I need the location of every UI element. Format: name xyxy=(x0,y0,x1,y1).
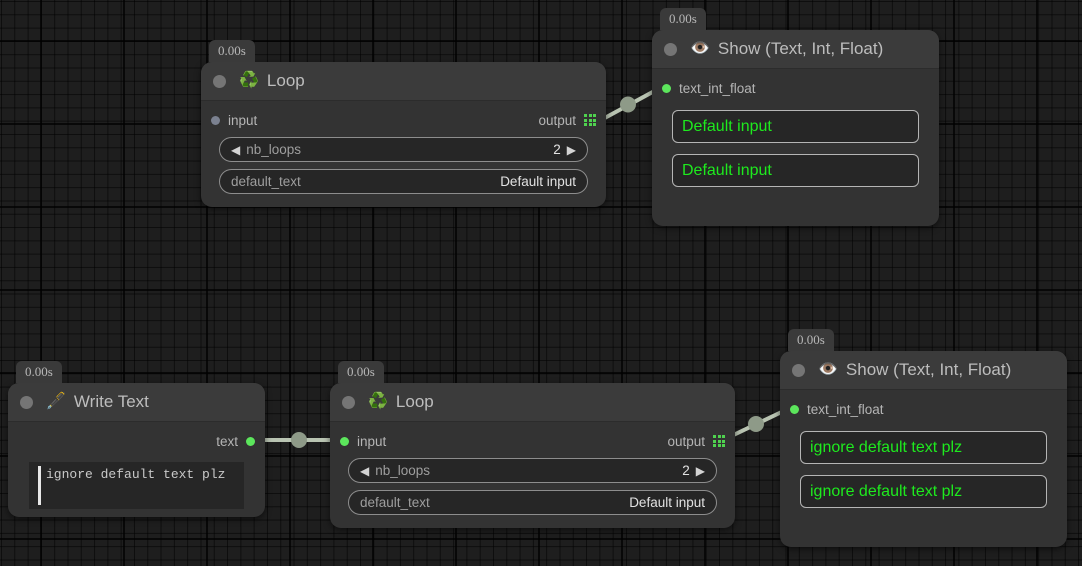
eye-icon: 👁️ xyxy=(818,361,838,378)
param-name: default_text xyxy=(360,495,430,510)
time-badge: 0.00s xyxy=(660,8,706,30)
display-box: ignore default text plz xyxy=(800,475,1047,508)
recycle-icon: ♻️ xyxy=(368,393,388,410)
input-port-label: text_int_float xyxy=(679,80,756,96)
port-row: input output xyxy=(211,109,596,131)
node-loop-bottom[interactable]: 0.00s ♻️ Loop input output ◀ nb_loops 2 … xyxy=(330,361,735,528)
text-input-field[interactable]: ignore default text plz xyxy=(29,462,244,509)
collapse-toggle-dot[interactable] xyxy=(213,74,226,88)
node-header[interactable]: 👁️ Show (Text, Int, Float) xyxy=(652,30,939,69)
link-grip[interactable] xyxy=(748,416,764,432)
time-badge: 0.00s xyxy=(209,40,255,62)
display-value: Default input xyxy=(682,161,772,179)
port-row: text_int_float xyxy=(790,398,1057,420)
increment-arrow-icon[interactable]: ▶ xyxy=(695,463,705,478)
node-show-top[interactable]: 0.00s 👁️ Show (Text, Int, Float) text_in… xyxy=(652,8,939,226)
collapse-toggle-dot[interactable] xyxy=(342,395,355,409)
param-value[interactable]: 2 xyxy=(682,463,690,478)
node-loop-top[interactable]: 0.00s ♻️ Loop input output ◀ nb_loops 2 … xyxy=(201,40,606,207)
node-title: Loop xyxy=(266,71,305,90)
param-name: default_text xyxy=(231,174,301,189)
input-port-label: input xyxy=(228,112,258,128)
decrement-arrow-icon[interactable]: ◀ xyxy=(231,142,241,157)
node-header[interactable]: 🖋️ Write Text xyxy=(8,383,265,422)
node-write-text[interactable]: 0.00s 🖋️ Write Text text ignore default … xyxy=(8,361,265,517)
display-box: ignore default text plz xyxy=(800,431,1047,464)
param-value[interactable]: 2 xyxy=(553,142,561,157)
text-input-value: ignore default text plz xyxy=(46,467,226,482)
display-value: ignore default text plz xyxy=(810,438,963,456)
link-grip[interactable] xyxy=(620,96,636,113)
input-port-label: text_int_float xyxy=(807,401,884,417)
param-name: nb_loops xyxy=(246,142,302,157)
node-title: Write Text xyxy=(73,392,149,411)
display-value: ignore default text plz xyxy=(810,482,963,500)
output-port-label: output xyxy=(538,112,576,128)
node-body: text_int_float ignore default text plz i… xyxy=(780,390,1067,520)
node-header[interactable]: 👁️ Show (Text, Int, Float) xyxy=(780,351,1067,390)
param-name: nb_loops xyxy=(375,463,431,478)
node-header[interactable]: ♻️ Loop xyxy=(330,383,735,422)
output-port-label: output xyxy=(667,433,705,449)
time-badge: 0.00s xyxy=(338,361,384,383)
time-badge: 0.00s xyxy=(788,329,834,351)
node-body: input output ◀ nb_loops 2 ▶ default_text… xyxy=(330,422,735,534)
output-port-dot[interactable] xyxy=(246,436,255,446)
grid-icon[interactable] xyxy=(713,435,725,447)
pen-nib-icon: 🖋️ xyxy=(46,393,66,410)
port-row: text xyxy=(18,430,255,452)
param-default-text[interactable]: default_text Default input xyxy=(219,169,588,194)
param-nb-loops[interactable]: ◀ nb_loops 2 ▶ xyxy=(219,137,588,162)
param-value[interactable]: Default input xyxy=(629,495,705,510)
time-badge: 0.00s xyxy=(16,361,62,383)
output-port-label: text xyxy=(216,433,238,449)
node-show-bottom[interactable]: 0.00s 👁️ Show (Text, Int, Float) text_in… xyxy=(780,329,1067,547)
node-header[interactable]: ♻️ Loop xyxy=(201,62,606,101)
node-body: input output ◀ nb_loops 2 ▶ default_text… xyxy=(201,101,606,213)
display-box: Default input xyxy=(672,110,919,143)
display-value: Default input xyxy=(682,117,772,135)
node-title: Show (Text, Int, Float) xyxy=(717,39,884,58)
grid-icon[interactable] xyxy=(584,114,596,126)
input-port-dot[interactable] xyxy=(211,115,220,125)
link-grip[interactable] xyxy=(291,432,307,448)
eye-icon: 👁️ xyxy=(690,40,710,57)
port-row: input output xyxy=(340,430,725,452)
collapse-toggle-dot[interactable] xyxy=(792,363,805,377)
input-port-label: input xyxy=(357,433,387,449)
input-port-dot[interactable] xyxy=(340,436,349,446)
display-box: Default input xyxy=(672,154,919,187)
param-default-text[interactable]: default_text Default input xyxy=(348,490,717,515)
decrement-arrow-icon[interactable]: ◀ xyxy=(360,463,370,478)
collapse-toggle-dot[interactable] xyxy=(664,42,677,56)
node-title: Show (Text, Int, Float) xyxy=(845,360,1012,379)
collapse-toggle-dot[interactable] xyxy=(20,395,33,409)
node-body: text_int_float Default input Default inp… xyxy=(652,69,939,199)
input-port-dot[interactable] xyxy=(662,83,671,93)
input-port-dot[interactable] xyxy=(790,404,799,414)
increment-arrow-icon[interactable]: ▶ xyxy=(566,142,576,157)
recycle-icon: ♻️ xyxy=(239,72,259,89)
node-body: text ignore default text plz xyxy=(8,422,265,521)
node-title: Loop xyxy=(395,392,434,411)
param-value[interactable]: Default input xyxy=(500,174,576,189)
port-row: text_int_float xyxy=(662,77,929,99)
param-nb-loops[interactable]: ◀ nb_loops 2 ▶ xyxy=(348,458,717,483)
text-caret xyxy=(38,466,41,505)
